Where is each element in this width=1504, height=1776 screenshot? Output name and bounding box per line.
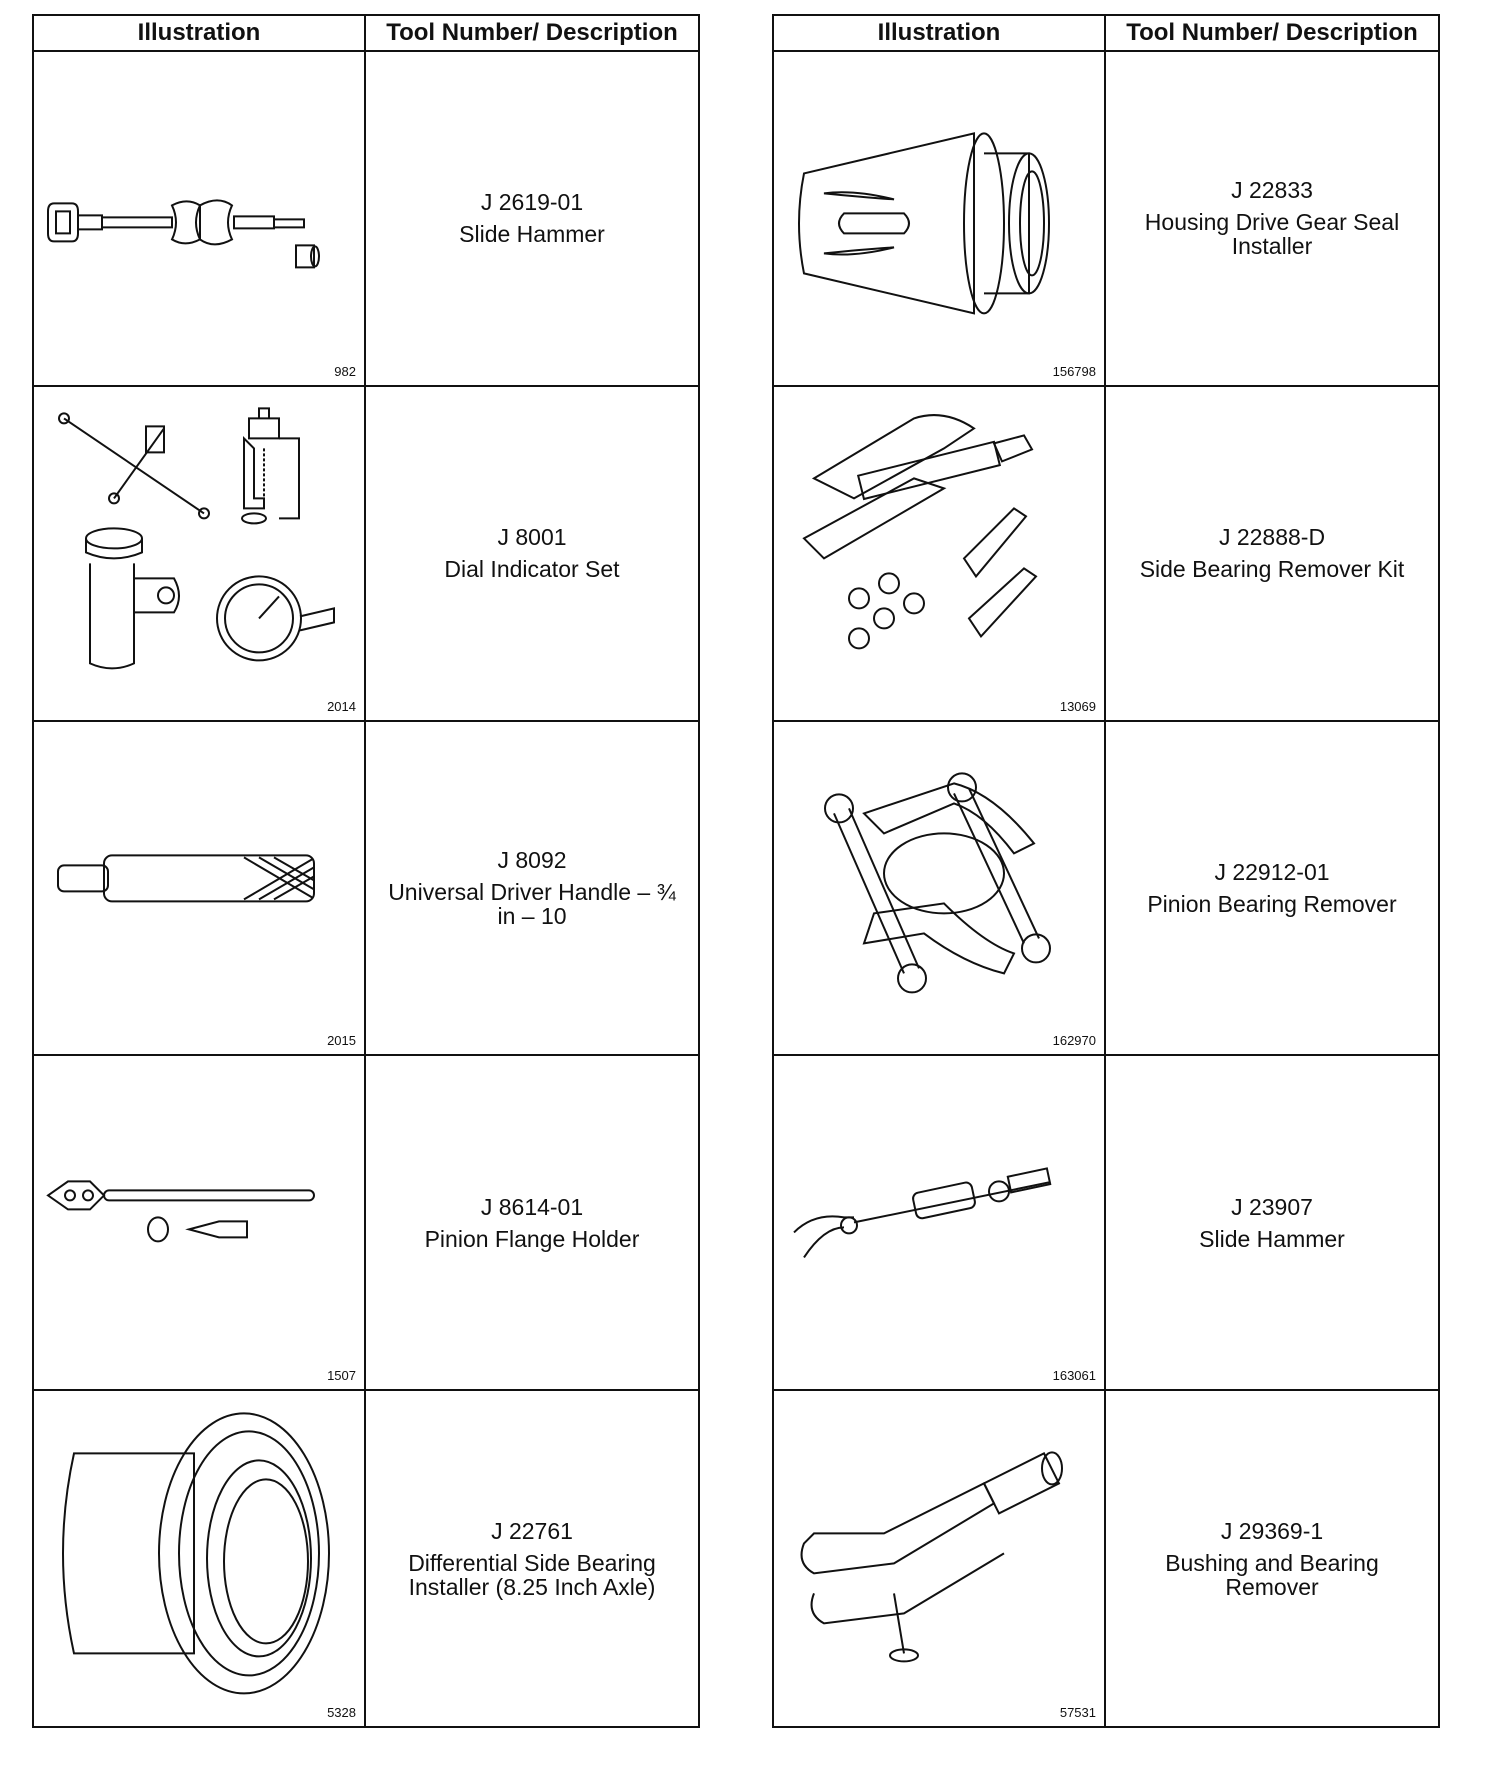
- illustration-cell: 2015: [34, 721, 366, 1057]
- tool-number: J 22888-D: [1218, 524, 1326, 551]
- tool-name: Pinion Flange Holder: [424, 1225, 640, 1252]
- illustration-cell: 13069: [774, 386, 1106, 722]
- tool-name: Pinion Bearing Remover: [1147, 890, 1397, 917]
- illustration-cell: 5328: [34, 1391, 366, 1726]
- tool-name: Slide Hammer: [1199, 1225, 1345, 1252]
- pinion-bearing-remover-icon: [774, 722, 1104, 1055]
- tool-number: J 22912-01: [1214, 858, 1330, 885]
- tool-name: Slide Hammer: [459, 221, 605, 248]
- tool-number: J 29369-1: [1220, 1517, 1324, 1544]
- tool-description: J 8001 Dial Indicator Set: [366, 387, 698, 722]
- tool-number: J 22761: [491, 1517, 573, 1544]
- tool-table-right: Illustration Tool Number/ Description 15…: [772, 14, 1440, 1728]
- illustration-cell: 2014: [34, 386, 366, 722]
- figure-number: 57531: [1059, 1704, 1096, 1720]
- tool-description: J 8092 Universal Driver Handle – ¾ in – …: [366, 722, 698, 1057]
- tool-number: J 23907: [1231, 1193, 1313, 1220]
- dial-indicator-set-icon: [34, 387, 364, 720]
- illustration-cell: 1507: [34, 1056, 366, 1392]
- tool-number: J 22833: [1231, 177, 1313, 204]
- bearing-remover-kit-icon: [774, 387, 1104, 720]
- slide-hammer-icon: [34, 52, 364, 385]
- tool-number: J 8001: [497, 524, 567, 551]
- tool-description: J 2619-01 Slide Hammer: [366, 52, 698, 387]
- illustration-cell: 982: [34, 52, 366, 387]
- tool-name: Bushing and Bearing Remover: [1165, 1549, 1379, 1600]
- header-tool: Tool Number/ Description: [1106, 16, 1438, 52]
- illustration-cell: 156798: [774, 52, 1106, 387]
- tool-name: Side Bearing Remover Kit: [1139, 556, 1405, 583]
- tool-description: J 22912-01 Pinion Bearing Remover: [1106, 722, 1438, 1057]
- driver-handle-icon: [34, 722, 364, 1055]
- tool-name: Differential Side Bearing Installer (8.2…: [408, 1549, 656, 1600]
- figure-number: 2015: [327, 1033, 356, 1049]
- header-illustration: Illustration: [774, 16, 1106, 52]
- illustration-cell: 163061: [774, 1056, 1106, 1392]
- illustration-cell: 162970: [774, 721, 1106, 1057]
- tool-number: J 8614-01: [480, 1193, 584, 1220]
- tool-description: J 23907 Slide Hammer: [1106, 1056, 1438, 1392]
- bearing-installer-icon: [34, 1391, 364, 1726]
- illustration-cell: 57531: [774, 1391, 1106, 1726]
- header-tool: Tool Number/ Description: [366, 16, 698, 52]
- figure-number: 156798: [1052, 363, 1096, 379]
- figure-number: 1507: [327, 1368, 356, 1384]
- flange-holder-icon: [34, 1056, 364, 1389]
- tool-name: Housing Drive Gear Seal Installer: [1144, 209, 1400, 260]
- tool-name: Dial Indicator Set: [444, 556, 620, 583]
- figure-number: 162970: [1052, 1033, 1096, 1049]
- figure-number: 982: [334, 363, 356, 379]
- slide-hammer-icon: [774, 1056, 1104, 1389]
- tool-description: J 22761 Differential Side Bearing Instal…: [366, 1391, 698, 1726]
- tool-number: J 8092: [497, 846, 567, 873]
- figure-number: 163061: [1052, 1368, 1096, 1384]
- tool-description: J 22888-D Side Bearing Remover Kit: [1106, 387, 1438, 722]
- figure-number: 13069: [1059, 698, 1096, 714]
- figure-number: 5328: [327, 1704, 356, 1720]
- tool-description: J 29369-1 Bushing and Bearing Remover: [1106, 1391, 1438, 1726]
- figure-number: 2014: [327, 698, 356, 714]
- tool-description: J 22833 Housing Drive Gear Seal Installe…: [1106, 52, 1438, 387]
- tool-number: J 2619-01: [480, 189, 584, 216]
- bushing-remover-icon: [774, 1391, 1104, 1726]
- header-illustration: Illustration: [34, 16, 366, 52]
- tool-description: J 8614-01 Pinion Flange Holder: [366, 1056, 698, 1392]
- seal-installer-icon: [774, 52, 1104, 385]
- tool-name: Universal Driver Handle – ¾ in – 10: [388, 878, 676, 929]
- tool-table-left: Illustration Tool Number/ Description 98…: [32, 14, 700, 1728]
